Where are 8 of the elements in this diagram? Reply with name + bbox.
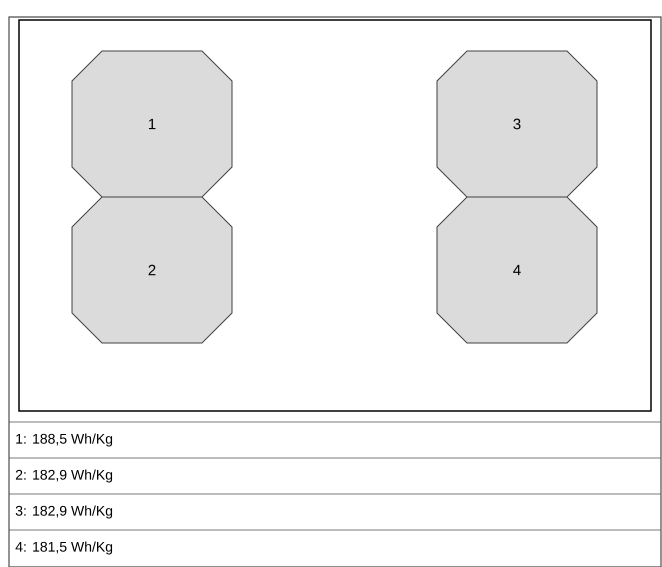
- octagon-cell: 3: [436, 50, 598, 198]
- table-cell: 2: 182,9 Wh/Kg: [16, 469, 112, 483]
- table-cell: 1: 188,5 Wh/Kg: [16, 433, 112, 447]
- table-cell: 4: 181,5 Wh/Kg: [16, 541, 112, 555]
- table-cell: 3: 182,9 Wh/Kg: [16, 505, 112, 519]
- octagon-cell: 1: [72, 50, 232, 198]
- octagon-cell: 2: [72, 196, 232, 344]
- octagon-cell: 4: [436, 196, 598, 344]
